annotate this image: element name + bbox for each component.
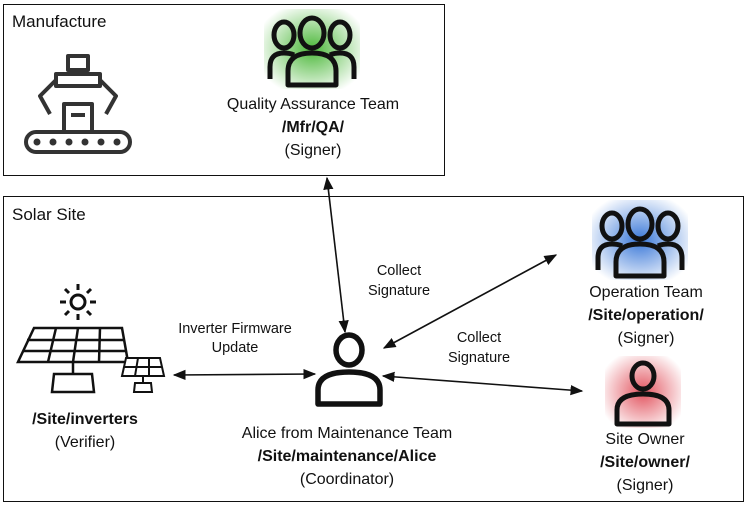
operation-group-icon bbox=[592, 200, 688, 280]
solar-site-label: Solar Site bbox=[12, 205, 86, 224]
firmware-update-label-line2: Update bbox=[211, 340, 259, 356]
collect-signature-1-line2: Signature bbox=[367, 283, 431, 299]
collect-signature-1-line1: Collect bbox=[376, 263, 422, 279]
operation-team-name: Operation Team bbox=[589, 284, 703, 301]
alice-path: /Site/maintenance/Alice bbox=[257, 448, 437, 465]
operation-team-path: /Site/operation/ bbox=[588, 307, 704, 324]
alice-role: (Coordinator) bbox=[299, 471, 395, 488]
qa-team-role: (Signer) bbox=[284, 142, 342, 159]
qa-team-path: /Mfr/QA/ bbox=[281, 119, 345, 136]
qa-alice-arrow bbox=[323, 176, 349, 334]
manufacture-box bbox=[3, 4, 445, 176]
operation-team-role: (Signer) bbox=[617, 330, 675, 347]
solar-panel-icon bbox=[16, 284, 166, 394]
site-owner-role: (Signer) bbox=[616, 477, 674, 494]
qa-team-name: Quality Assurance Team bbox=[226, 96, 400, 113]
manufacture-label: Manufacture bbox=[12, 12, 107, 31]
operation-alice-arrow bbox=[382, 254, 558, 349]
inverters-path: /Site/inverters bbox=[32, 411, 138, 428]
alice-name: Alice from Maintenance Team bbox=[241, 425, 453, 442]
owner-alice-arrow bbox=[381, 371, 584, 396]
site-owner-path: /Site/owner/ bbox=[600, 454, 690, 471]
firmware-update-label-line1: Inverter Firmware bbox=[178, 321, 292, 337]
site-owner-name: Site Owner bbox=[605, 431, 685, 448]
collect-signature-2-line2: Signature bbox=[447, 350, 511, 366]
site-owner-person-icon bbox=[605, 356, 681, 428]
collect-signature-2-line1: Collect bbox=[456, 330, 502, 346]
solar-site-box bbox=[3, 196, 744, 502]
alice-person-icon bbox=[315, 332, 383, 407]
inverters-alice-arrow bbox=[172, 368, 317, 381]
robot-arm-conveyor-icon bbox=[24, 54, 132, 154]
qa-group-icon bbox=[264, 9, 360, 89]
inverters-role: (Verifier) bbox=[54, 434, 116, 451]
